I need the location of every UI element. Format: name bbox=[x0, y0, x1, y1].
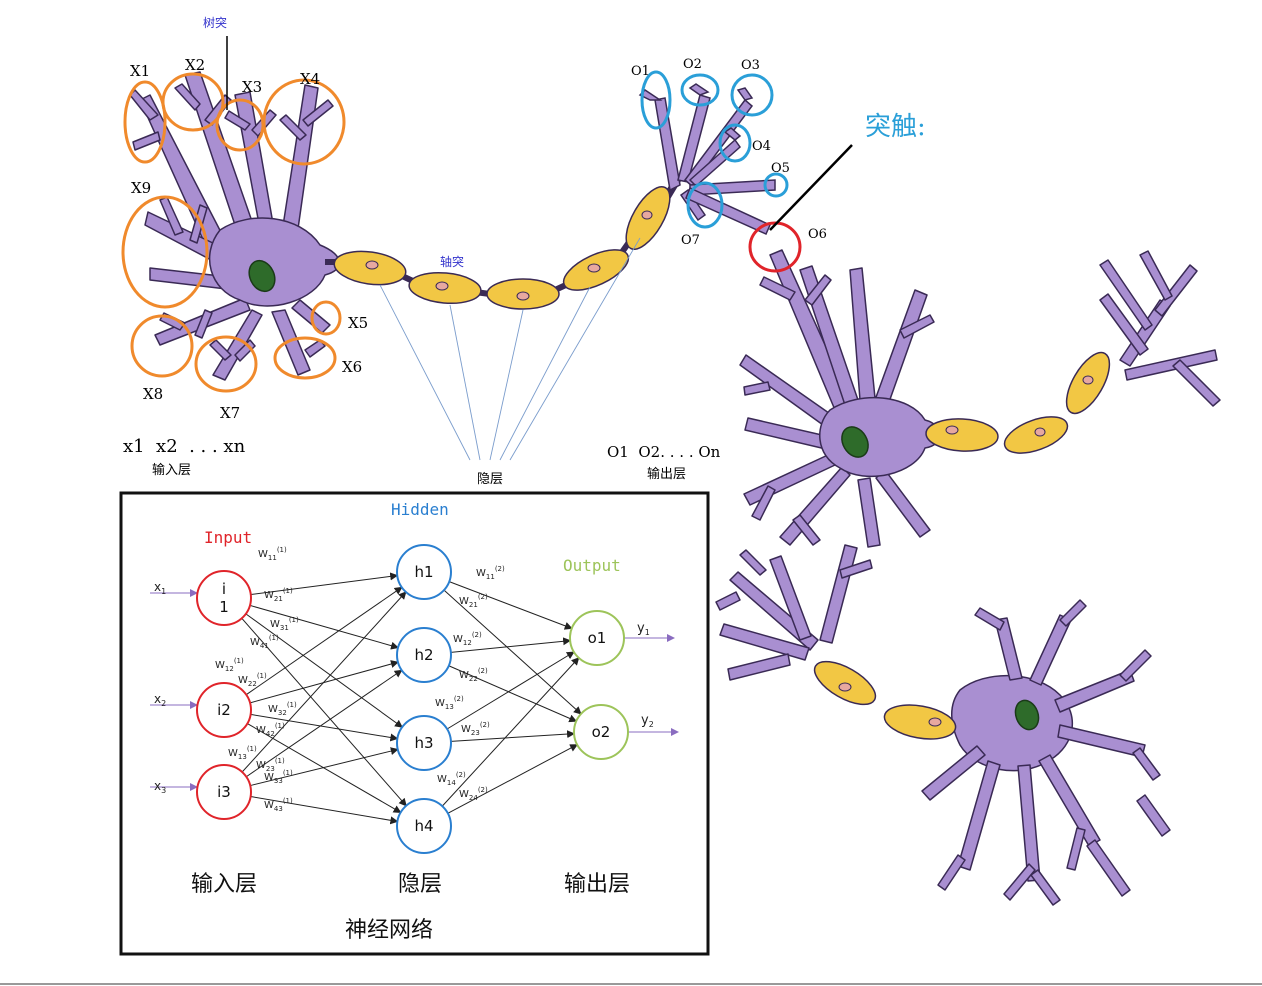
edge-i3-h2 bbox=[245, 669, 403, 778]
input-title: Input bbox=[204, 528, 252, 547]
hidden-node-4 bbox=[396, 798, 452, 854]
caption-hidden-layer: 隐层 bbox=[398, 872, 442, 897]
input-label-x4: X4 bbox=[300, 70, 320, 88]
output-markers bbox=[640, 70, 789, 229]
myelin-sheaths-1 bbox=[333, 186, 671, 310]
input-label-x9: X9 bbox=[131, 179, 151, 197]
nucleus-3 bbox=[1014, 699, 1040, 731]
input-node-3-label: i3 bbox=[217, 783, 231, 801]
output-label-o4: O4 bbox=[752, 139, 771, 154]
caption-neural-network: 神经网络 bbox=[345, 918, 433, 943]
output-layer-caption-top: 输出层 bbox=[647, 466, 686, 482]
network-nodes: i1 i2 i3 h1 h2 h3 h4 o1 o2 bbox=[196, 544, 629, 854]
output-node-2-label: o2 bbox=[592, 723, 611, 741]
input-label-x6: X6 bbox=[342, 358, 362, 376]
hidden-node-3 bbox=[396, 715, 452, 771]
input-label-x8: X8 bbox=[143, 385, 163, 403]
hidden-pointer-lines bbox=[379, 237, 641, 461]
input-markers bbox=[121, 72, 346, 393]
input-label-x1: X1 bbox=[130, 62, 150, 80]
edge-i3-h4 bbox=[250, 796, 399, 825]
input-label-x5: X5 bbox=[348, 314, 368, 332]
axon-terminals bbox=[638, 83, 776, 235]
edge-h4-o1 bbox=[441, 657, 580, 807]
edge-h2-o2 bbox=[448, 665, 578, 723]
edge-h2-o1 bbox=[450, 637, 572, 653]
edge-i3-h3 bbox=[250, 747, 399, 787]
output-label-o1: O1 bbox=[631, 64, 650, 79]
input-sequence: x1 x2 . . . xn bbox=[123, 436, 246, 457]
axon-label: 轴突 bbox=[440, 254, 464, 269]
input-node-1-label: i bbox=[222, 580, 226, 598]
hidden-node-2-label: h2 bbox=[414, 646, 433, 664]
input-node-2-label: i2 bbox=[217, 701, 231, 719]
hidden-node-3-label: h3 bbox=[414, 734, 433, 752]
neuron-2 bbox=[739, 249, 1221, 548]
hidden-node-2 bbox=[396, 627, 452, 683]
input-label-x7: X7 bbox=[220, 404, 240, 422]
myelin-nuclei-1 bbox=[365, 210, 653, 301]
input-node-2 bbox=[196, 682, 252, 738]
input-node-3 bbox=[196, 764, 252, 820]
hidden-node-1 bbox=[396, 544, 452, 600]
edge-h1-o1 bbox=[449, 581, 573, 630]
output-label-o2: O2 bbox=[683, 57, 702, 72]
input-label-x3: X3 bbox=[242, 78, 262, 96]
edge-i1-h4 bbox=[241, 617, 407, 807]
edge-i1-h1 bbox=[250, 572, 399, 596]
myelin-nuclei-2 bbox=[945, 375, 1094, 437]
output-node-1 bbox=[569, 610, 625, 666]
edge-i3-h1 bbox=[241, 591, 407, 773]
synapse-label: 突触: bbox=[865, 112, 926, 142]
hidden-layer-caption-top: 隐层 bbox=[477, 472, 503, 487]
edge-i2-h1 bbox=[245, 586, 403, 696]
output-node-1-label: o1 bbox=[588, 629, 607, 647]
synapse-marker bbox=[748, 221, 802, 273]
input-node-1 bbox=[196, 570, 252, 626]
output-sequence: O1 O2. . . . On bbox=[607, 443, 721, 461]
output-labels: O1 O2 O3 O4 O5 O6 O7 bbox=[631, 57, 827, 248]
hidden-title: Hidden bbox=[391, 500, 449, 519]
output-label-o5: O5 bbox=[771, 161, 790, 176]
output-label-o6: O6 bbox=[808, 227, 827, 242]
myelin-sheaths-2 bbox=[925, 351, 1111, 454]
caption-input-layer: 输入层 bbox=[191, 872, 257, 897]
synapse-pointer bbox=[769, 144, 853, 231]
input-labels: X1 X2 X3 X4 X9 X5 X6 X8 X7 bbox=[130, 56, 368, 422]
input-layer-caption-top: 输入层 bbox=[152, 462, 191, 478]
hidden-node-1-label: h1 bbox=[414, 563, 433, 581]
edge-i1-h2 bbox=[249, 604, 399, 650]
network-edges bbox=[150, 572, 679, 825]
neuron-1 bbox=[129, 71, 341, 381]
output-label-o7: O7 bbox=[681, 233, 700, 248]
input-node-1-label: 1 bbox=[219, 598, 229, 616]
edge-h1-o2 bbox=[443, 589, 582, 715]
edge-h3-o2 bbox=[450, 730, 576, 742]
input-label-x2: X2 bbox=[185, 56, 205, 74]
myelin-sheaths-3 bbox=[813, 660, 957, 740]
output-label-o3: O3 bbox=[741, 58, 760, 73]
myelin-nuclei-3 bbox=[838, 682, 942, 727]
edge-i1-h3 bbox=[245, 613, 403, 728]
caption-output-layer: 输出层 bbox=[564, 872, 630, 897]
hidden-node-4-label: h4 bbox=[414, 817, 433, 835]
edge-h4-o2 bbox=[447, 744, 579, 814]
nucleus-2 bbox=[841, 426, 869, 458]
nucleus-1 bbox=[248, 259, 276, 293]
edge-i2-h3 bbox=[250, 713, 399, 742]
output-node-2 bbox=[573, 704, 629, 760]
neuron-3 bbox=[715, 544, 1171, 906]
dendrite-label: 树突 bbox=[203, 15, 227, 30]
output-title: Output bbox=[563, 556, 621, 575]
edge-h3-o1 bbox=[446, 651, 575, 730]
